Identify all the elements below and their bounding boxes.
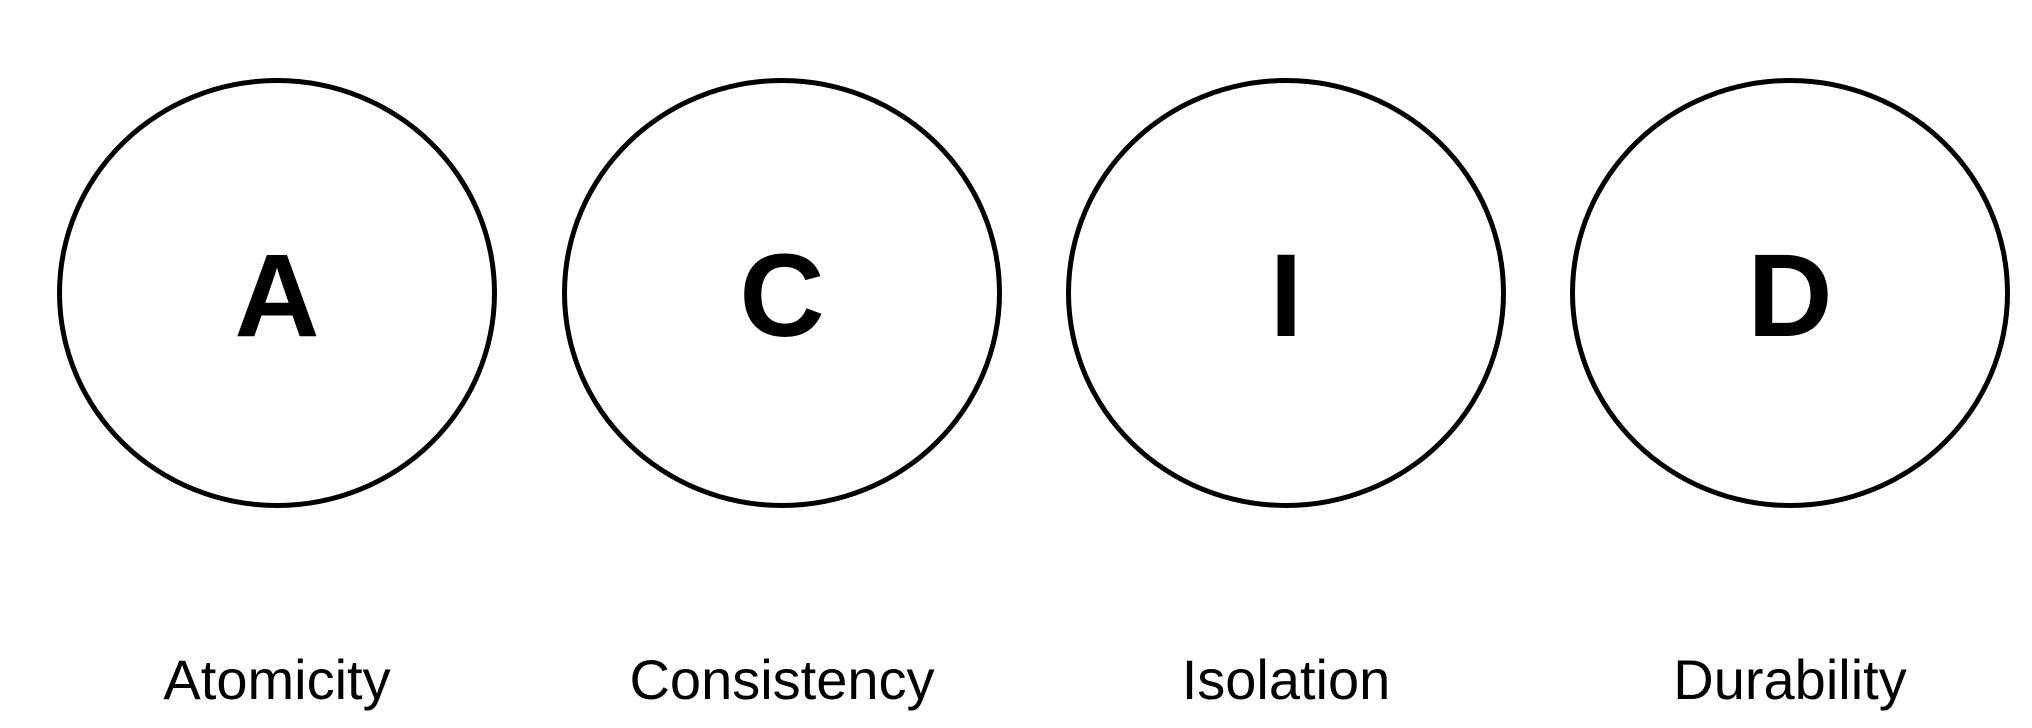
circle-letter-d: D bbox=[1747, 230, 1833, 362]
label-atomicity: Atomicity bbox=[163, 648, 391, 711]
circle-durability: D bbox=[1570, 78, 2010, 508]
circle-consistency: C bbox=[562, 78, 1002, 508]
circle-letter-c: C bbox=[739, 230, 825, 362]
circle-letter-a: A bbox=[234, 230, 320, 362]
label-isolation: Isolation bbox=[1181, 648, 1391, 711]
label-consistency: Consistency bbox=[629, 648, 935, 711]
circle-atomicity: A bbox=[57, 78, 497, 508]
circle-isolation: I bbox=[1066, 78, 1506, 508]
circle-letter-i: I bbox=[1269, 230, 1303, 362]
label-durability: Durability bbox=[1673, 648, 1907, 711]
